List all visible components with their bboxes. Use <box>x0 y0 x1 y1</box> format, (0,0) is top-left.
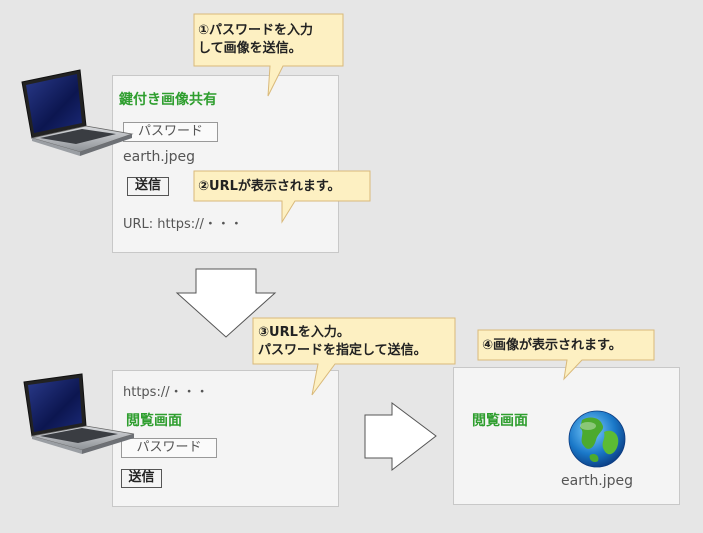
callout-step1-line1: ①パスワードを入力 <box>198 23 314 38</box>
callout-step4-text: ④画像が表示されます。 <box>482 338 622 353</box>
callout-step1-line2: して画像を送信。 <box>198 41 302 56</box>
view-send-button[interactable]: 送信 <box>121 469 162 488</box>
result-filename: earth.jpeg <box>561 473 634 489</box>
laptop-icon <box>23 373 135 454</box>
upload-send-button[interactable]: 送信 <box>127 177 169 196</box>
upload-panel-title: 鍵付き画像共有 <box>119 92 217 108</box>
callout-step4 <box>477 329 655 381</box>
laptop-icon <box>21 69 134 156</box>
callout-step1 <box>193 13 344 97</box>
upload-password-field[interactable]: パスワード <box>123 122 218 142</box>
upload-filename: earth.jpeg <box>123 149 196 165</box>
callout-step3 <box>252 317 456 396</box>
down-arrow <box>175 268 277 338</box>
view-url-text: https://・・・ <box>123 385 209 400</box>
upload-panel <box>112 75 339 253</box>
view-password-field[interactable]: パスワード <box>121 438 217 458</box>
right-arrow <box>364 402 437 472</box>
upload-url-text: URL: https://・・・ <box>123 217 243 232</box>
view-panel-title: 閲覧画面 <box>126 413 182 429</box>
callout-step2-text: ②URLが表示されます。 <box>198 179 341 194</box>
result-panel-title: 閲覧画面 <box>472 413 528 429</box>
callout-step3-line2: パスワードを指定して送信。 <box>258 343 427 358</box>
globe-icon <box>568 410 626 468</box>
callout-step3-line1: ③URLを入力。 <box>258 325 350 340</box>
callout-step2 <box>193 170 371 224</box>
